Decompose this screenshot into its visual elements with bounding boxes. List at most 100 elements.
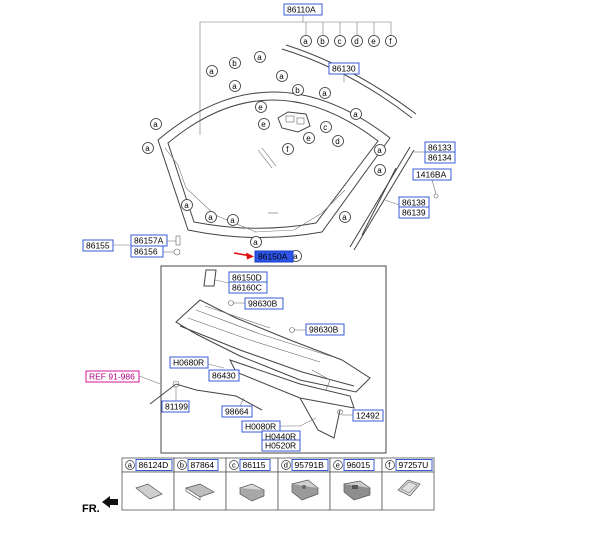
- svg-text:86150D: 86150D: [232, 273, 262, 283]
- svg-text:a: a: [377, 166, 382, 175]
- svg-text:98630B: 98630B: [248, 299, 278, 309]
- svg-text:e: e: [261, 120, 266, 129]
- svg-text:95791B: 95791B: [295, 460, 325, 470]
- legend-item-d[interactable]: d 95791B: [281, 459, 329, 471]
- svg-text:e: e: [306, 134, 311, 143]
- svg-text:86160C: 86160C: [232, 283, 262, 293]
- windshield-glass: [157, 91, 391, 238]
- svg-text:c: c: [338, 37, 342, 46]
- svg-text:87864: 87864: [191, 460, 215, 470]
- legend-item-f[interactable]: f 97257U: [385, 459, 433, 471]
- nozzle-label[interactable]: 98664: [221, 405, 253, 418]
- side-moulding-label-b[interactable]: 86134: [424, 151, 456, 164]
- svg-text:e: e: [371, 37, 376, 46]
- svg-text:b: b: [180, 461, 184, 470]
- svg-text:d: d: [284, 461, 288, 470]
- dam-main-label[interactable]: 86155: [82, 239, 114, 252]
- spacer-icon: [185, 483, 215, 501]
- grommet-label[interactable]: 81199: [161, 400, 190, 413]
- svg-text:e: e: [258, 103, 263, 112]
- svg-text:98664: 98664: [225, 407, 249, 417]
- svg-text:a: a: [342, 213, 347, 222]
- svg-text:d: d: [335, 137, 339, 146]
- svg-text:86138: 86138: [402, 198, 426, 208]
- svg-text:f: f: [286, 145, 289, 154]
- sensor-bracket-icon: [291, 479, 319, 501]
- svg-text:86130: 86130: [332, 64, 356, 74]
- svg-text:96015: 96015: [347, 460, 371, 470]
- hose-label-4[interactable]: H0520R: [261, 439, 301, 452]
- svg-text:a: a: [209, 67, 214, 76]
- selected-part-arrow: [233, 252, 254, 260]
- svg-text:86134: 86134: [428, 153, 452, 163]
- callout-row-top: a b c d e f: [300, 35, 397, 47]
- svg-text:f: f: [388, 461, 391, 470]
- side-moulding: [349, 146, 415, 251]
- legend-item-b[interactable]: b 87864: [177, 459, 219, 471]
- svg-text:FR.: FR.: [82, 503, 100, 515]
- svg-text:98630B: 98630B: [309, 325, 339, 335]
- dam-label-a[interactable]: 86157A: [130, 234, 168, 247]
- hose-label-1[interactable]: H0680R: [169, 356, 209, 369]
- side-moulding-label-a[interactable]: 86133: [424, 141, 456, 154]
- svg-text:86156: 86156: [134, 247, 158, 257]
- svg-text:b: b: [320, 37, 325, 46]
- svg-text:H0680R: H0680R: [173, 358, 204, 368]
- glass-perimeter-callouts: a b a a a b a a a a a a a a a a a a e e …: [142, 51, 386, 262]
- svg-text:a: a: [184, 201, 189, 210]
- cover-label[interactable]: 86430: [208, 369, 240, 382]
- svg-text:a: a: [293, 252, 298, 261]
- top-moulding: [281, 44, 417, 119]
- ref-label[interactable]: REF 91-986: [85, 370, 140, 383]
- selected-part-label[interactable]: 86150A: [254, 250, 294, 263]
- svg-text:1416BA: 1416BA: [416, 170, 447, 180]
- cowl-label-a[interactable]: 86150D: [228, 271, 268, 284]
- bolt-label[interactable]: 12492: [352, 409, 384, 422]
- front-arrow-icon: [102, 496, 118, 508]
- svg-text:a: a: [153, 120, 158, 129]
- svg-text:d: d: [354, 37, 358, 46]
- legend-item-a[interactable]: a 86124D: [125, 459, 173, 471]
- svg-text:b: b: [232, 59, 237, 68]
- svg-text:a: a: [279, 72, 284, 81]
- svg-text:e: e: [336, 461, 340, 470]
- side-trim-label-b[interactable]: 86139: [398, 206, 430, 219]
- svg-text:a: a: [232, 82, 237, 91]
- glass-assy-label[interactable]: 86110A: [283, 3, 323, 16]
- side-trim-label-a[interactable]: 86138: [398, 196, 430, 209]
- svg-text:a: a: [322, 89, 327, 98]
- top-moulding-label[interactable]: 86130: [328, 62, 360, 75]
- svg-text:c: c: [232, 461, 236, 470]
- front-direction-indicator: FR.: [82, 496, 118, 515]
- svg-text:H0440R: H0440R: [265, 432, 296, 442]
- svg-text:a: a: [257, 53, 262, 62]
- svg-text:86157A: 86157A: [134, 236, 164, 246]
- dam-label-b[interactable]: 86156: [130, 245, 164, 258]
- svg-text:a: a: [230, 216, 235, 225]
- screw-label-2[interactable]: 98630B: [305, 323, 345, 336]
- svg-text:a: a: [303, 37, 308, 46]
- svg-text:H0520R: H0520R: [265, 441, 296, 451]
- legend-item-e[interactable]: e 96015: [333, 459, 375, 471]
- cowl-panel: [175, 269, 371, 439]
- svg-text:86133: 86133: [428, 143, 452, 153]
- cowl-label-b[interactable]: 86160C: [228, 281, 268, 294]
- svg-text:86430: 86430: [212, 371, 236, 381]
- svg-text:86124D: 86124D: [139, 460, 169, 470]
- svg-text:a: a: [253, 238, 258, 247]
- screw-label-1[interactable]: 98630B: [244, 297, 284, 310]
- cowl-detail-frame: [160, 265, 387, 454]
- svg-text:12492: 12492: [356, 411, 380, 421]
- svg-text:81199: 81199: [165, 402, 188, 412]
- svg-text:c: c: [323, 123, 327, 132]
- legend-item-c[interactable]: c 86115: [229, 459, 271, 471]
- clip-label[interactable]: 1416BA: [412, 168, 452, 181]
- hose-label-2[interactable]: H0080R: [241, 420, 281, 433]
- svg-text:a: a: [377, 146, 382, 155]
- svg-text:a: a: [128, 461, 133, 470]
- svg-text:a: a: [208, 213, 213, 222]
- svg-text:a: a: [145, 144, 150, 153]
- svg-text:REF 91-986: REF 91-986: [89, 372, 135, 382]
- dam-clips: [173, 235, 181, 256]
